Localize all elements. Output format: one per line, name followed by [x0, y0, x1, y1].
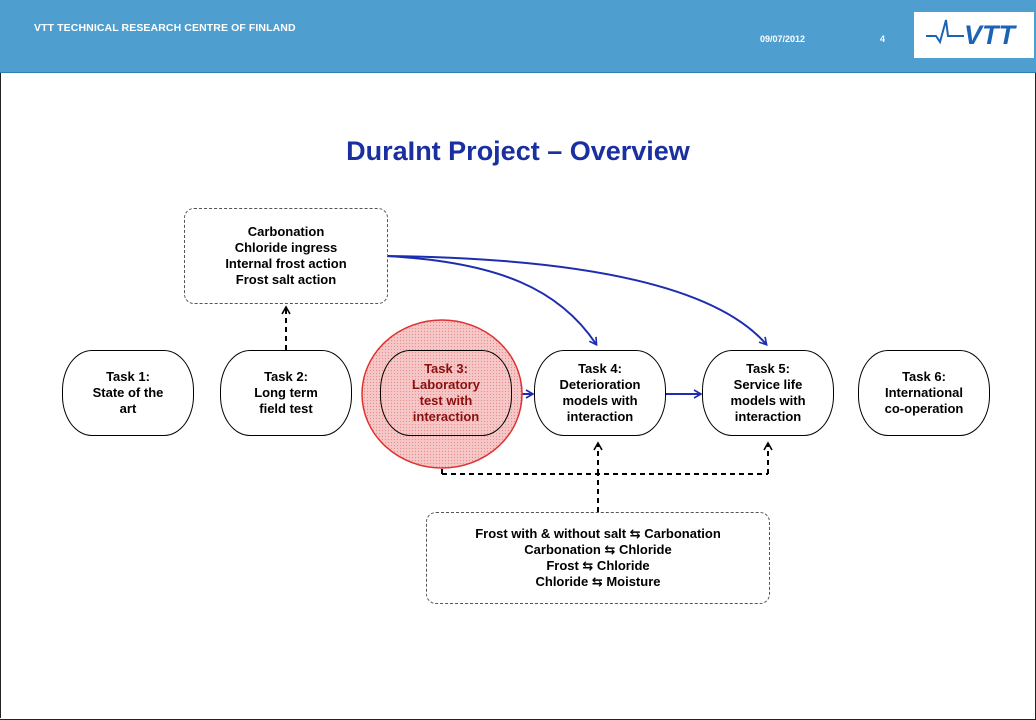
task6-line: Task 6: [902, 369, 946, 384]
slide-page-number: 4 [880, 34, 886, 44]
organization-name: VTT TECHNICAL RESEARCH CENTRE OF FINLAND [34, 22, 296, 34]
task4-line: Task 4: [578, 361, 622, 376]
task2-line: Task 2: [264, 369, 308, 384]
interaction-line: Chloride ⇆ Moisture [535, 574, 661, 589]
task1-line: art [119, 401, 137, 416]
phenomenon-carbonation: Carbonation [247, 224, 325, 239]
task4-line: interaction [566, 409, 634, 424]
task3-line: test with [419, 393, 473, 408]
slide-date: 09/07/2012 [760, 34, 806, 44]
interaction-line: Carbonation ⇆ Chloride [524, 542, 672, 557]
task1-line: Task 1: [106, 369, 150, 384]
logo-text: VTT [964, 20, 1015, 50]
task2-line: Long term [254, 385, 318, 400]
task3-line: Laboratory [412, 377, 480, 392]
task2-line: field test [259, 401, 313, 416]
slide-header: VTT TECHNICAL RESEARCH CENTRE OF FINLAND… [0, 0, 1036, 73]
arrow-phenomena-to-task4 [385, 255, 598, 347]
task3-line: Task 3: [424, 361, 468, 376]
task3-box: Task 3: Laboratory test with interaction [380, 350, 512, 436]
phenomenon-chloride-ingress: Chloride ingress [234, 240, 338, 255]
task6-box: Task 6: International co-operation [858, 350, 990, 436]
task2-box: Task 2: Long term field test [220, 350, 352, 436]
phenomena-box: Carbonation Chloride ingress Internal fr… [184, 208, 388, 304]
arrow-phenomena-to-task5 [385, 255, 768, 346]
task5-line: models with [730, 393, 806, 408]
slide-title: DuraInt Project – Overview [346, 136, 690, 166]
task4-line: Deterioration [559, 377, 641, 392]
phenomenon-frost-salt: Frost salt action [235, 272, 337, 287]
logo-pulse-icon [926, 19, 964, 45]
task5-line: Service life [733, 377, 803, 392]
task4-line: models with [562, 393, 638, 408]
task5-box: Task 5: Service life models with interac… [702, 350, 834, 436]
task1-box: Task 1: State of the art [62, 350, 194, 436]
interactions-box: Frost with & without salt ⇆ Carbonation … [426, 512, 770, 604]
task6-line: co-operation [884, 401, 964, 416]
task5-line: interaction [734, 409, 802, 424]
interaction-line: Frost ⇆ Chloride [546, 558, 650, 573]
interaction-line: Frost with & without salt ⇆ Carbonation [475, 526, 721, 541]
task3-line: interaction [412, 409, 480, 424]
task1-line: State of the [92, 385, 164, 400]
task4-box: Task 4: Deterioration models with intera… [534, 350, 666, 436]
vtt-logo: VTT [914, 12, 1034, 58]
task5-line: Task 5: [746, 361, 790, 376]
task6-line: International [884, 385, 963, 400]
phenomenon-internal-frost: Internal frost action [225, 256, 347, 271]
